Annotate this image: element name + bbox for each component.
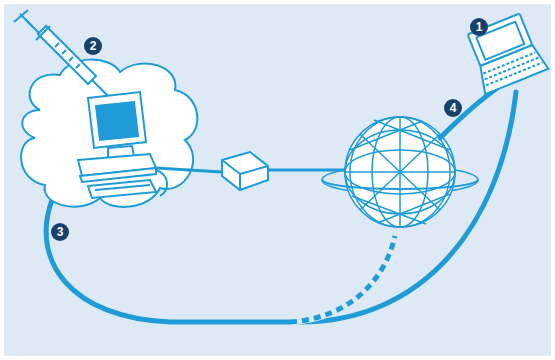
callout-disc bbox=[470, 18, 488, 36]
background-panel bbox=[4, 4, 551, 356]
callout-number: 4 bbox=[444, 99, 462, 117]
callout-disc bbox=[444, 99, 462, 117]
syringe-icon bbox=[14, 10, 112, 100]
callout-number: 2 bbox=[84, 37, 102, 55]
modem-box bbox=[222, 152, 268, 190]
callout-disc bbox=[51, 18, 488, 241]
callout-number: 3 bbox=[51, 223, 69, 241]
desktop-computer bbox=[78, 92, 167, 198]
globe-icon bbox=[322, 117, 478, 227]
route-gap bbox=[290, 236, 395, 322]
dashed-route bbox=[290, 236, 395, 322]
route-line bbox=[440, 86, 500, 138]
laptop-icon bbox=[462, 11, 548, 94]
cable-line bbox=[156, 168, 222, 172]
callout-disc bbox=[84, 37, 102, 55]
callout-number: 1 bbox=[470, 18, 488, 36]
callout-disc bbox=[51, 223, 69, 241]
cloud-shape bbox=[21, 60, 197, 207]
